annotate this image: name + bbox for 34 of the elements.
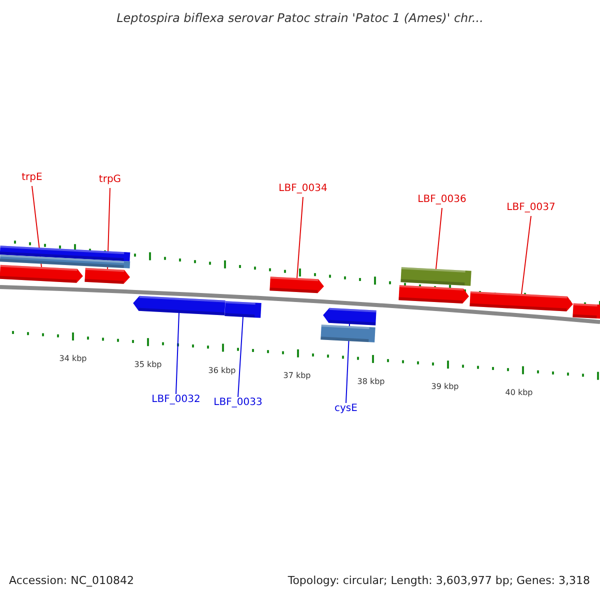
gene-feature xyxy=(84,268,130,284)
gene-feature xyxy=(320,324,376,342)
leader-line xyxy=(238,316,244,398)
scale-label: 35 kbp xyxy=(134,360,162,370)
genome-info-text: Topology: circular; Length: 3,603,977 bp; Genes: 3,318 xyxy=(288,574,590,588)
leader-line xyxy=(296,196,304,278)
gene-label: LBF_0033 xyxy=(214,396,262,410)
gene-feature xyxy=(572,303,600,319)
gene-feature xyxy=(0,246,130,262)
scale-label: 36 kbp xyxy=(208,366,236,376)
gene-label: LBF_0037 xyxy=(506,201,556,215)
gene-label: cysE xyxy=(334,402,358,416)
scale-label: 37 kbp xyxy=(283,371,311,382)
gene-label: trpE xyxy=(22,171,42,185)
scale-label: 34 kbp xyxy=(59,354,87,364)
scale-label: 38 kbp xyxy=(357,376,385,387)
leader-line xyxy=(521,216,532,294)
gene-feature xyxy=(398,285,470,304)
scale-label: 39 kbp xyxy=(431,382,459,392)
gene-label: LBF_0032 xyxy=(152,393,200,407)
leader-line xyxy=(176,312,180,394)
gene-feature xyxy=(400,267,472,286)
leader-line xyxy=(436,208,442,270)
gene-feature xyxy=(470,291,574,312)
gene-label: LBF_0036 xyxy=(418,193,466,207)
scale-label: 40 kbp xyxy=(505,388,533,398)
gene-label: LBF_0034 xyxy=(278,182,328,196)
gene-feature xyxy=(224,301,262,318)
gene-feature xyxy=(0,254,130,268)
gene-feature xyxy=(270,276,324,294)
gene-feature xyxy=(322,308,376,326)
gene-label: trpG xyxy=(98,173,122,187)
title: Leptospira biflexa serovar Patoc strain 'Patoc 1 (Ames)' chr... xyxy=(116,10,484,27)
accession-text: Accession: NC_010842 xyxy=(9,574,134,588)
